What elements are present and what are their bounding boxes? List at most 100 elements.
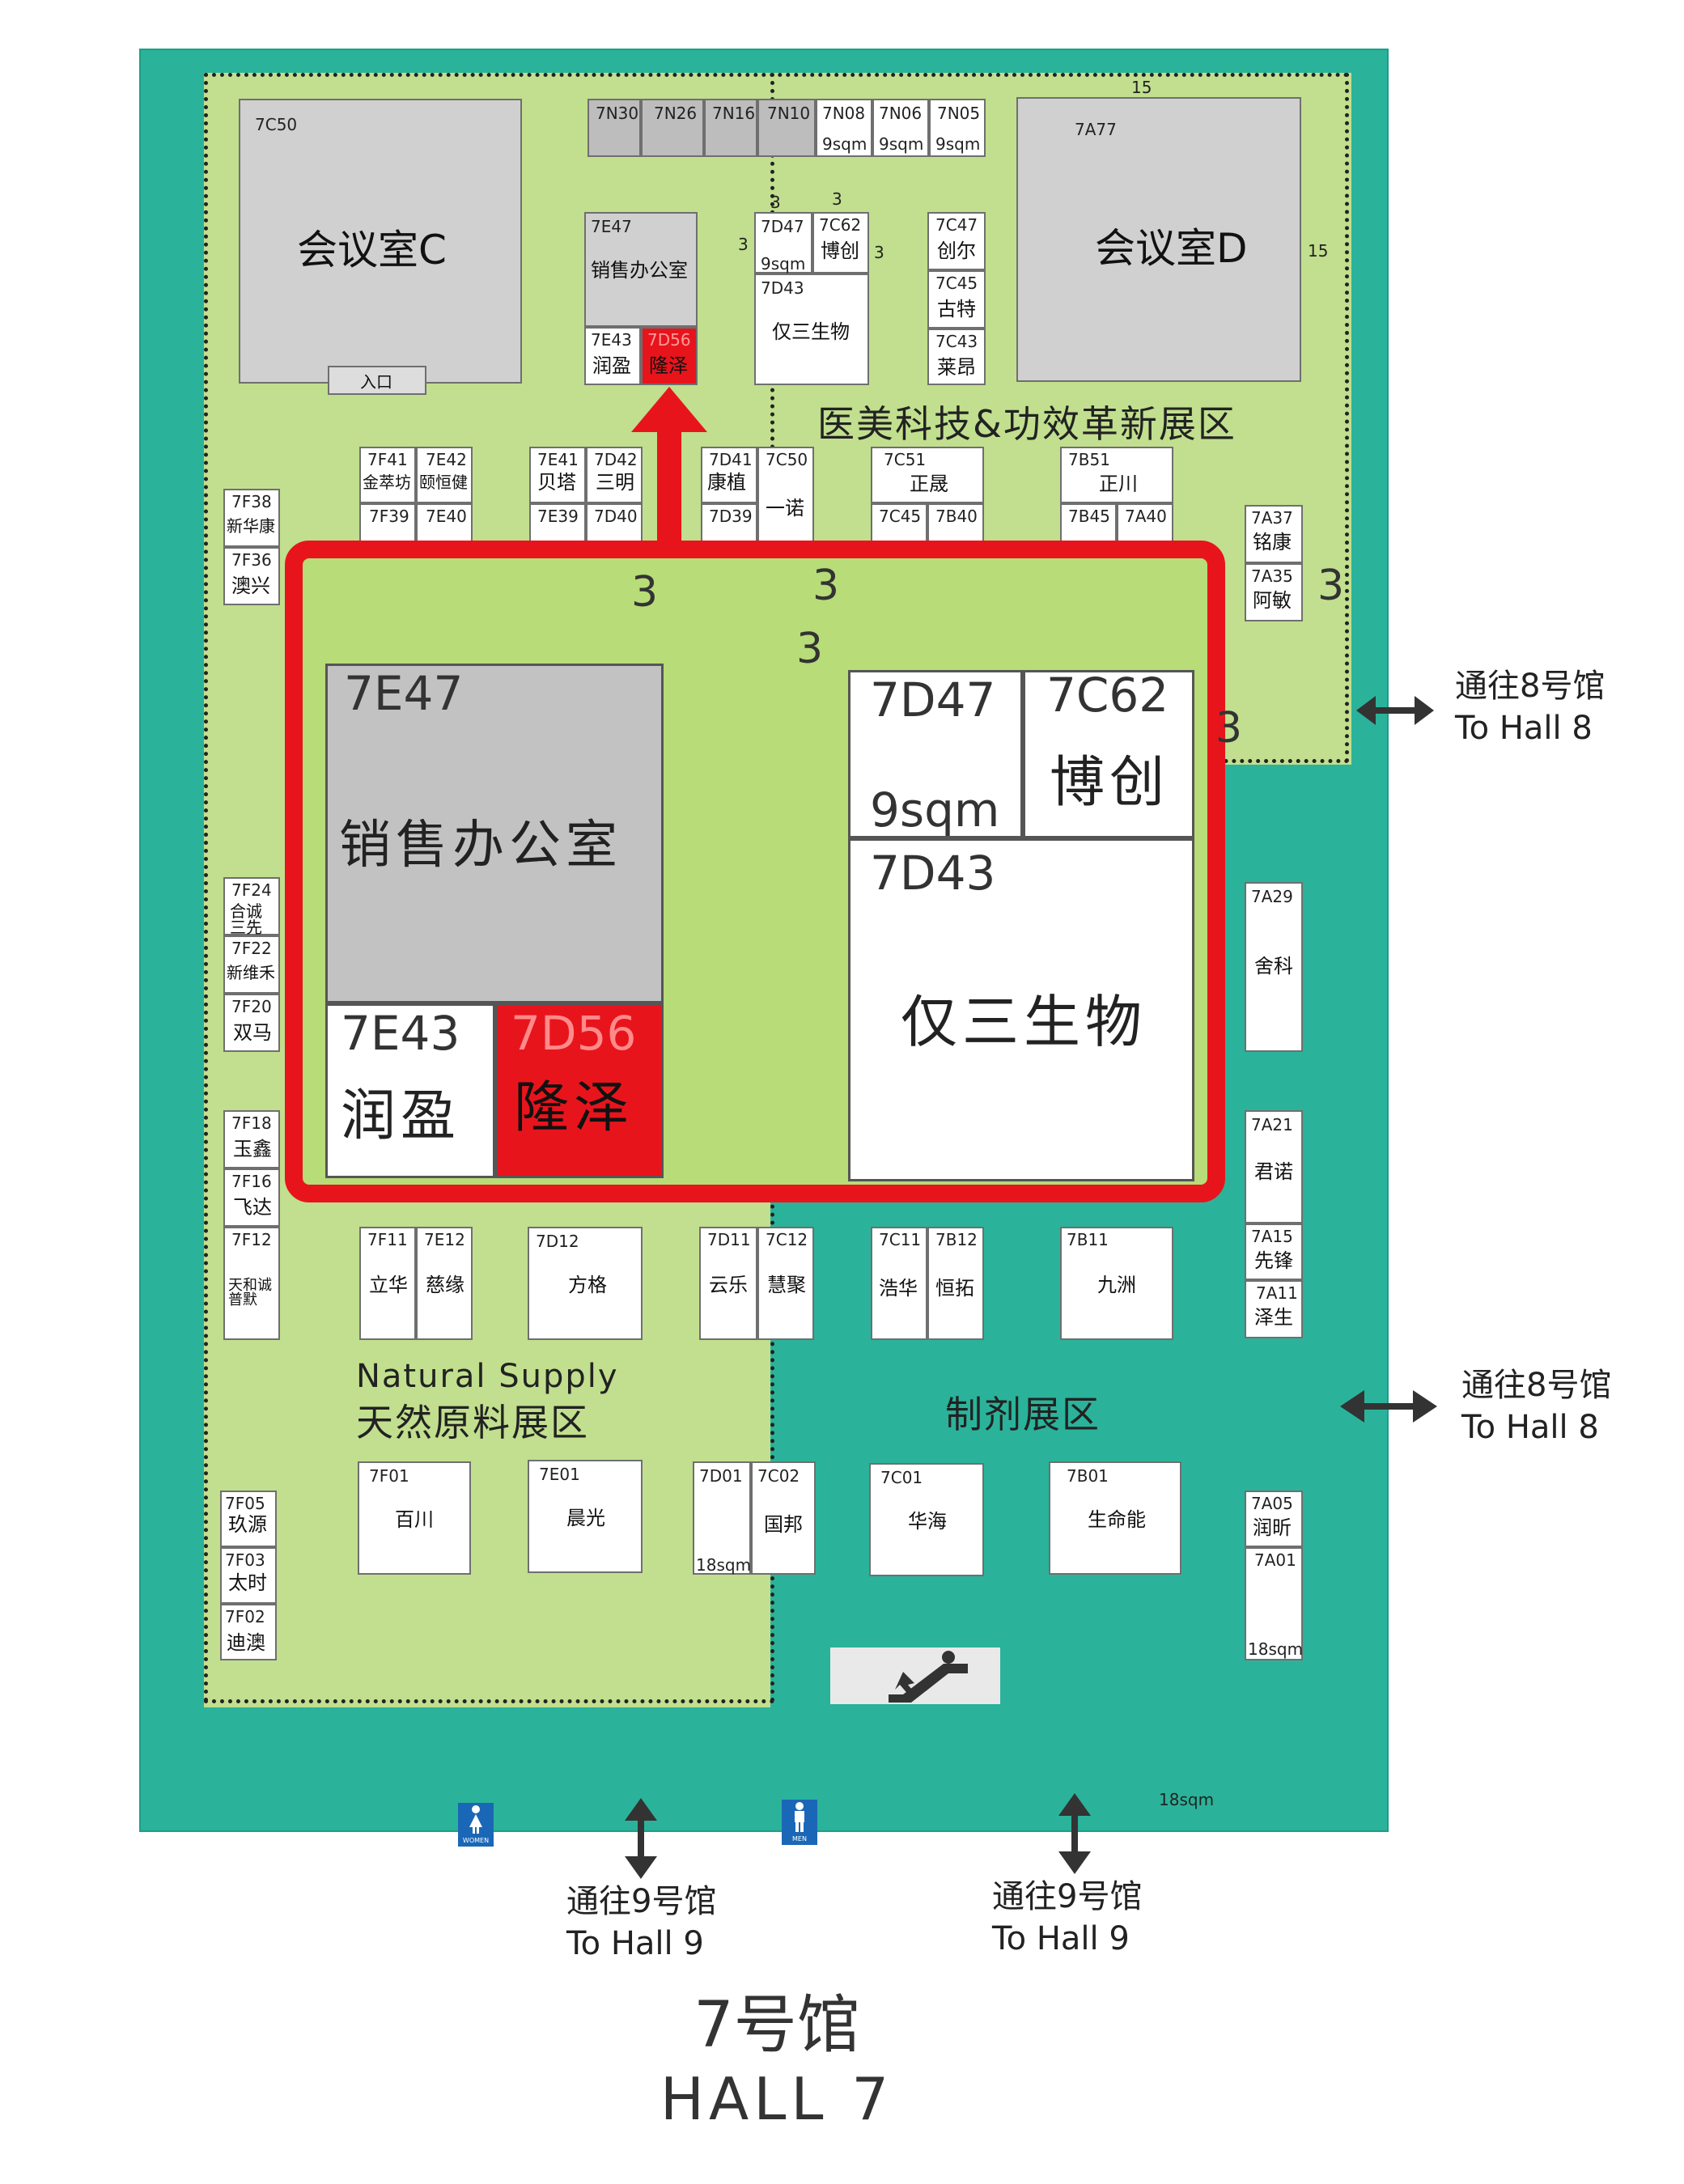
- toilet-women[interactable]: WOMEN: [458, 1803, 494, 1847]
- booth-7N30[interactable]: 7N30: [587, 99, 641, 157]
- booth-7F39[interactable]: 7F39: [359, 503, 416, 542]
- booth-7D56-large[interactable]: 7D56 隆泽: [495, 1003, 664, 1178]
- booth-7D47-large[interactable]: 7D47 9sqm: [848, 670, 1023, 838]
- booth-7C45-row[interactable]: 7C45: [871, 503, 927, 542]
- to-hall9-label-right[interactable]: 通往9号馆 To Hall 9: [992, 1878, 1143, 1957]
- to-hall8-arrow-top[interactable]: [1356, 693, 1434, 728]
- room-c-code: 7C50: [255, 115, 298, 134]
- booth-7E47-large[interactable]: 7E47 销售办公室: [325, 664, 664, 1003]
- room-d-name: 会议室D: [1095, 225, 1248, 272]
- zone-label-medical: 医美科技&功效革新展区: [817, 402, 1236, 446]
- dim-15-top: 15: [1131, 78, 1152, 97]
- hall-title-cn: 7号馆: [694, 1989, 860, 2062]
- to-hall8-label-bottom[interactable]: 通往8号馆 To Hall 8: [1461, 1367, 1612, 1446]
- to-hall9-arrow-right[interactable]: [1055, 1793, 1094, 1874]
- zone-label-natural-en: Natural Supply: [356, 1358, 619, 1395]
- booth-7D40[interactable]: 7D40: [586, 503, 643, 542]
- booth-7D39[interactable]: 7D39: [701, 503, 757, 542]
- highlight-arrow-head: [631, 387, 707, 432]
- booth-7E40[interactable]: 7E40: [416, 503, 473, 542]
- to-hall8-arrow-bottom[interactable]: [1340, 1387, 1437, 1426]
- booth-7E39[interactable]: 7E39: [529, 503, 586, 542]
- booth-7C62-large[interactable]: 7C62 博创: [1023, 668, 1194, 838]
- booth-7C43[interactable]: 7C43 莱昂: [927, 329, 986, 385]
- booth-7B40[interactable]: 7B40: [927, 503, 984, 542]
- booth-7D47-small[interactable]: 7D47 9sqm: [754, 212, 812, 274]
- toilet-men[interactable]: MEN: [782, 1800, 817, 1845]
- escalator-icon: [889, 1651, 968, 1703]
- meeting-room-c[interactable]: 7C50 会议室C 入口: [239, 99, 522, 395]
- to-hall9-label-left[interactable]: 通往9号馆 To Hall 9: [566, 1883, 717, 1962]
- booth-7D43-large[interactable]: 7D43 仅三生物: [848, 838, 1194, 1181]
- booth-7D43-small[interactable]: 7D43 仅三生物: [754, 274, 869, 385]
- booth-7E43-small[interactable]: 7E43 润盈: [584, 327, 641, 385]
- room-c-entrance[interactable]: 入口: [328, 366, 426, 395]
- booth-7N10[interactable]: 7N10: [757, 99, 816, 157]
- booth-7C47[interactable]: 7C47 创尔: [927, 212, 986, 270]
- booth-7A40[interactable]: 7A40: [1117, 503, 1173, 542]
- highlight-magnifier: 7E47 销售办公室 7E43 润盈 7D56 隆泽 3 3 3 3 3 7D4…: [285, 541, 1344, 1202]
- escalator[interactable]: [830, 1648, 1000, 1704]
- booth-7N16[interactable]: 7N16: [704, 99, 757, 157]
- hall-title: 7号馆 HALL 7: [599, 1974, 955, 2133]
- medical-zone-border: [204, 73, 1349, 763]
- hall8-cn: 通往8号馆: [1455, 668, 1606, 705]
- booth-7D56-small[interactable]: 7D56 隆泽: [641, 327, 698, 385]
- booth-7E43-large[interactable]: 7E43 润盈: [325, 1003, 495, 1178]
- booth-7B45[interactable]: 7B45: [1060, 503, 1117, 542]
- booth-7E47-small[interactable]: 7E47 销售办公室: [584, 212, 698, 327]
- booth-7C62-small[interactable]: 7C62 博创: [812, 212, 869, 274]
- to-hall9-arrow-left[interactable]: [621, 1798, 660, 1879]
- booth-7N26[interactable]: 7N26: [641, 99, 704, 157]
- booth-7C45[interactable]: 7C45 古特: [927, 270, 986, 329]
- to-hall8-label-top[interactable]: 通往8号馆 To Hall 8: [1455, 665, 1605, 749]
- meeting-room-d[interactable]: 7A77 会议室D: [1016, 97, 1301, 382]
- highlight-arrow-shaft: [657, 427, 681, 541]
- zone-label-formulation: 制剂展区: [945, 1393, 1101, 1436]
